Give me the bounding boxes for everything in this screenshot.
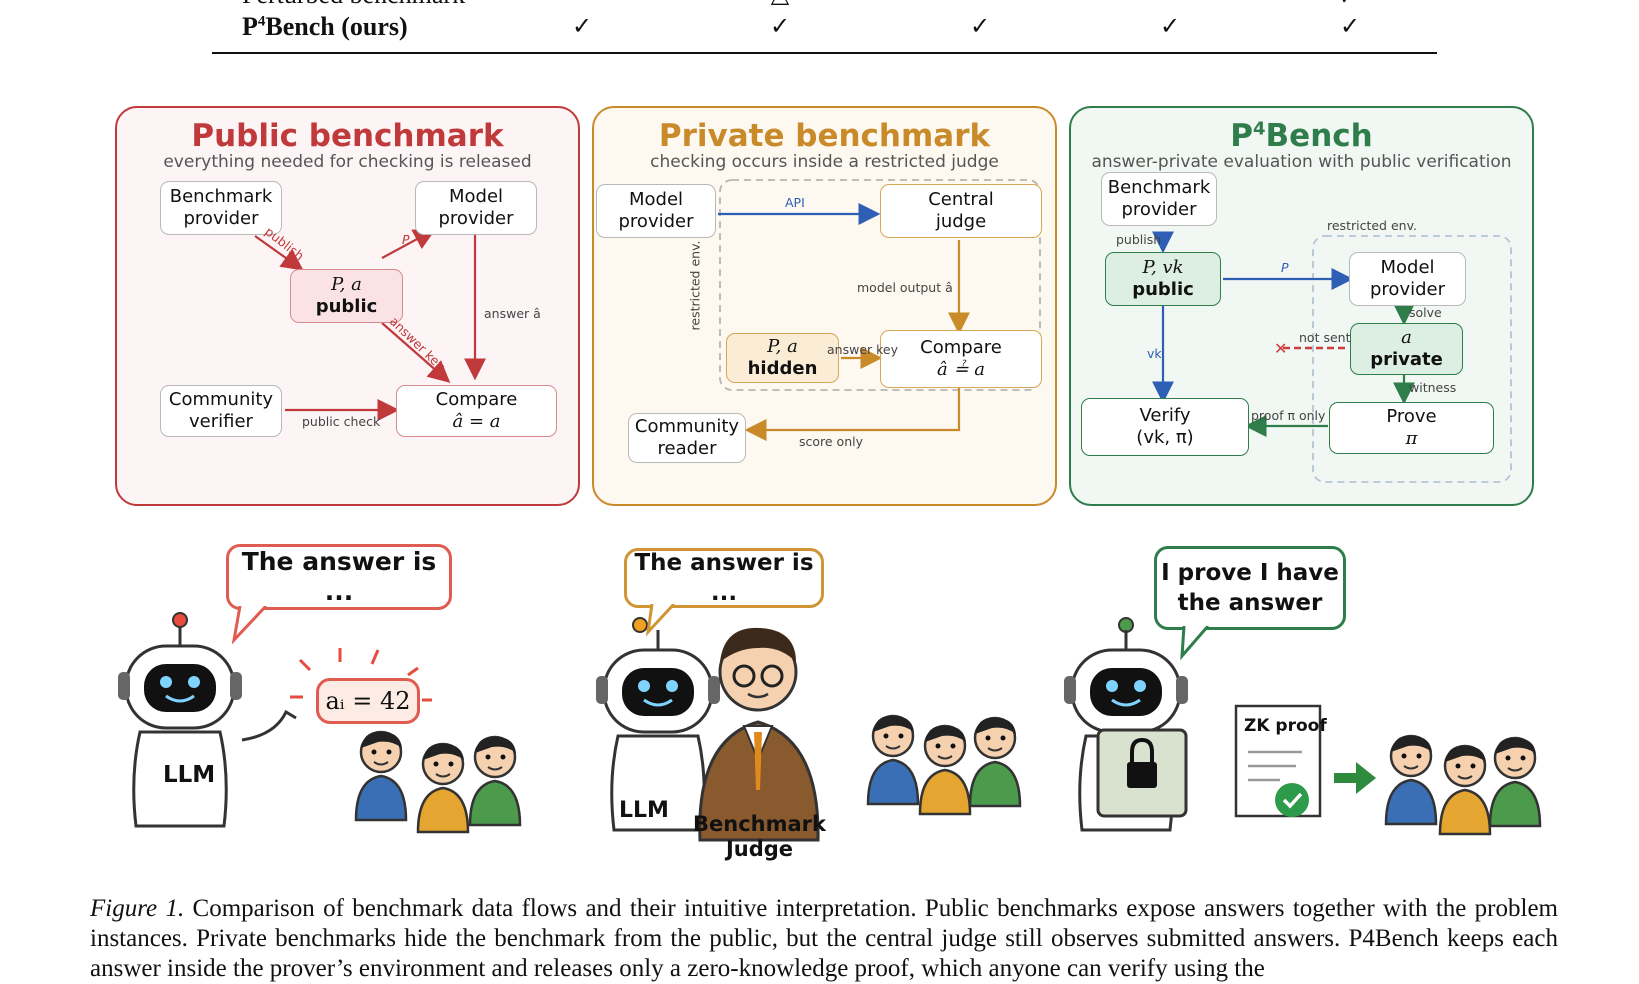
antenna-icon	[632, 617, 648, 633]
table-cell: ✓	[769, 14, 791, 40]
people-group-icon	[354, 730, 522, 834]
figure-caption: Figure 1. Comparison of benchmark data f…	[90, 894, 1558, 984]
label-restricted-env: restricted env.	[1327, 218, 1417, 233]
panel-subtitle: everything needed for checking is releas…	[163, 152, 532, 172]
label-answer-key: answer key	[827, 342, 899, 357]
label-vk: vk	[1147, 346, 1162, 361]
bubble-tail-icon	[232, 606, 268, 645]
bubble-tail-icon	[1180, 626, 1210, 661]
restricted-env-box	[719, 179, 1041, 391]
table-cell: ✓	[562, 0, 602, 9]
private-cartoon	[594, 617, 1022, 842]
label-answer-hat: answer â	[484, 306, 541, 321]
people-group-icon	[1384, 734, 1542, 836]
label-model-output: model output â	[857, 280, 953, 295]
arrow-publish	[254, 235, 304, 271]
zk-proof-document-icon	[1234, 704, 1322, 818]
private-flow-arrows	[718, 179, 1041, 441]
arrow-right-icon	[1334, 762, 1376, 794]
robot-label: LLM	[619, 798, 669, 823]
answer-value-box: aᵢ = 42	[316, 678, 420, 724]
table-cell: ✓	[960, 0, 1000, 9]
public-benchmark-panel: Public benchmark everything needed for c…	[115, 106, 580, 506]
speech-bubble: The answer is ...	[624, 548, 824, 608]
verify-node: Verify(vk, π)	[1081, 398, 1249, 456]
caption-text: Comparison of benchmark data flows and t…	[90, 895, 1558, 982]
panel-subtitle: answer-private evaluation with public ve…	[1091, 152, 1512, 172]
bubble-tail-icon	[645, 604, 676, 637]
panel-subtitle: checking occurs inside a restricted judg…	[650, 152, 999, 172]
label-public-check: public check	[302, 414, 381, 429]
label-p: P	[1281, 260, 1289, 275]
table-cell: ✗	[1330, 0, 1370, 9]
speech-bubble: The answer is ...	[226, 544, 452, 610]
table-cell: △	[760, 0, 800, 9]
p4-flow-arrows: ✕	[1152, 231, 1512, 483]
lock-box-icon	[1096, 728, 1188, 818]
p4-cartoon	[1062, 617, 1542, 836]
p4bench-panel: P4Bench answer-private evaluation with p…	[1069, 106, 1534, 506]
people-group-icon	[866, 714, 1022, 816]
robot-label: LLM	[163, 762, 216, 788]
row-name-p4bench: P4Bench (ours)	[242, 12, 408, 41]
robot-icon	[116, 624, 244, 828]
panel-title: Public benchmark	[191, 118, 504, 154]
cartoon-illustrations	[116, 612, 1542, 842]
label-score-only: score only	[799, 434, 864, 449]
robot-hand-icon	[241, 709, 297, 742]
label-proof-only: proof π only	[1251, 408, 1326, 423]
zk-proof-label: ZK proof	[1244, 716, 1327, 736]
label-witness: witness	[1409, 380, 1457, 395]
label-p: P	[402, 232, 410, 247]
public-cartoon	[116, 612, 522, 834]
restricted-env-box	[1312, 235, 1512, 483]
arrow-score-only	[744, 387, 961, 441]
row-name: Perturbed benchmark	[242, 0, 465, 10]
private-benchmark-panel: Private benchmark checking occurs inside…	[592, 106, 1057, 506]
table-cell: ✓	[1159, 14, 1181, 40]
panel-title: Private benchmark	[658, 118, 991, 154]
antenna-icon	[172, 612, 188, 628]
label-solve: solve	[1409, 305, 1442, 320]
table-cell: ✓	[1150, 0, 1190, 9]
table-cell: ✓	[1339, 14, 1361, 40]
table-bottom-rule	[212, 52, 1437, 54]
table-cell: ✓	[969, 14, 991, 40]
table-row: P4Bench (ours) ✓ ✓ ✓ ✓ ✓	[0, 12, 1639, 46]
public-flow-arrows	[254, 228, 486, 421]
arrow-answer-key	[381, 322, 451, 383]
label-publish: publish	[1116, 232, 1162, 247]
table-row: Perturbed benchmark ✓ △ ✓ ✓ ✗	[0, 0, 1639, 14]
sparkle-icon	[290, 648, 432, 702]
antenna-icon	[1118, 617, 1134, 633]
label-not-sent: not sent	[1299, 330, 1351, 345]
figure-label: Figure 1.	[90, 895, 185, 922]
table-cell: ✓	[571, 14, 593, 40]
x-mark-icon: ✕	[1274, 339, 1287, 358]
judge-person-icon	[698, 627, 820, 842]
label-api: API	[785, 195, 805, 210]
panel-title: P4Bench	[1230, 118, 1373, 154]
arrow-p	[381, 228, 436, 259]
